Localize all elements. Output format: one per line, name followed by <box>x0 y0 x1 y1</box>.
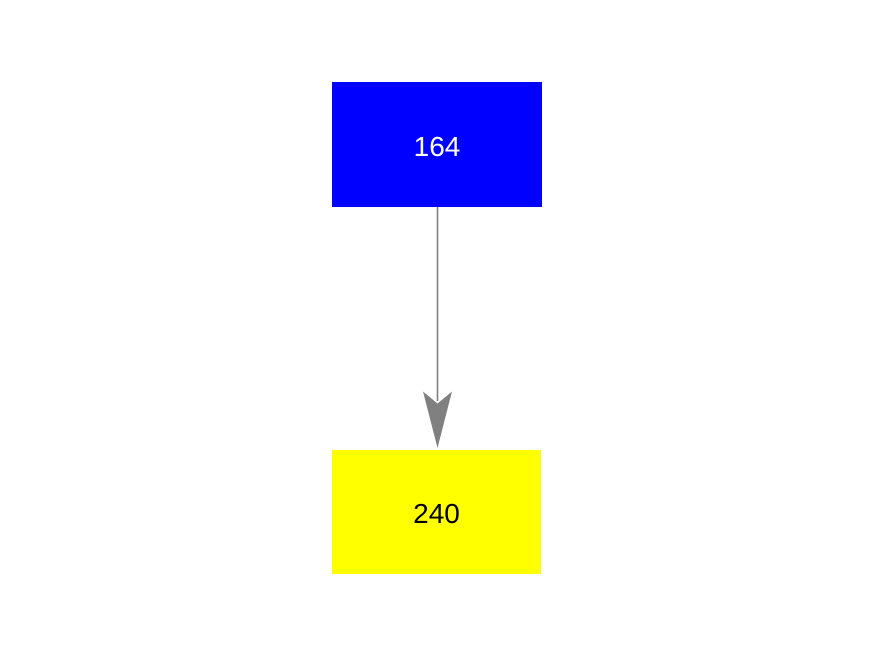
node-blue-label: 164 <box>413 130 461 162</box>
node-yellow: 240 <box>332 450 541 574</box>
node-blue: 164 <box>332 82 542 207</box>
node-yellow-label: 240 <box>413 498 460 529</box>
edge-arrowhead <box>423 391 452 448</box>
